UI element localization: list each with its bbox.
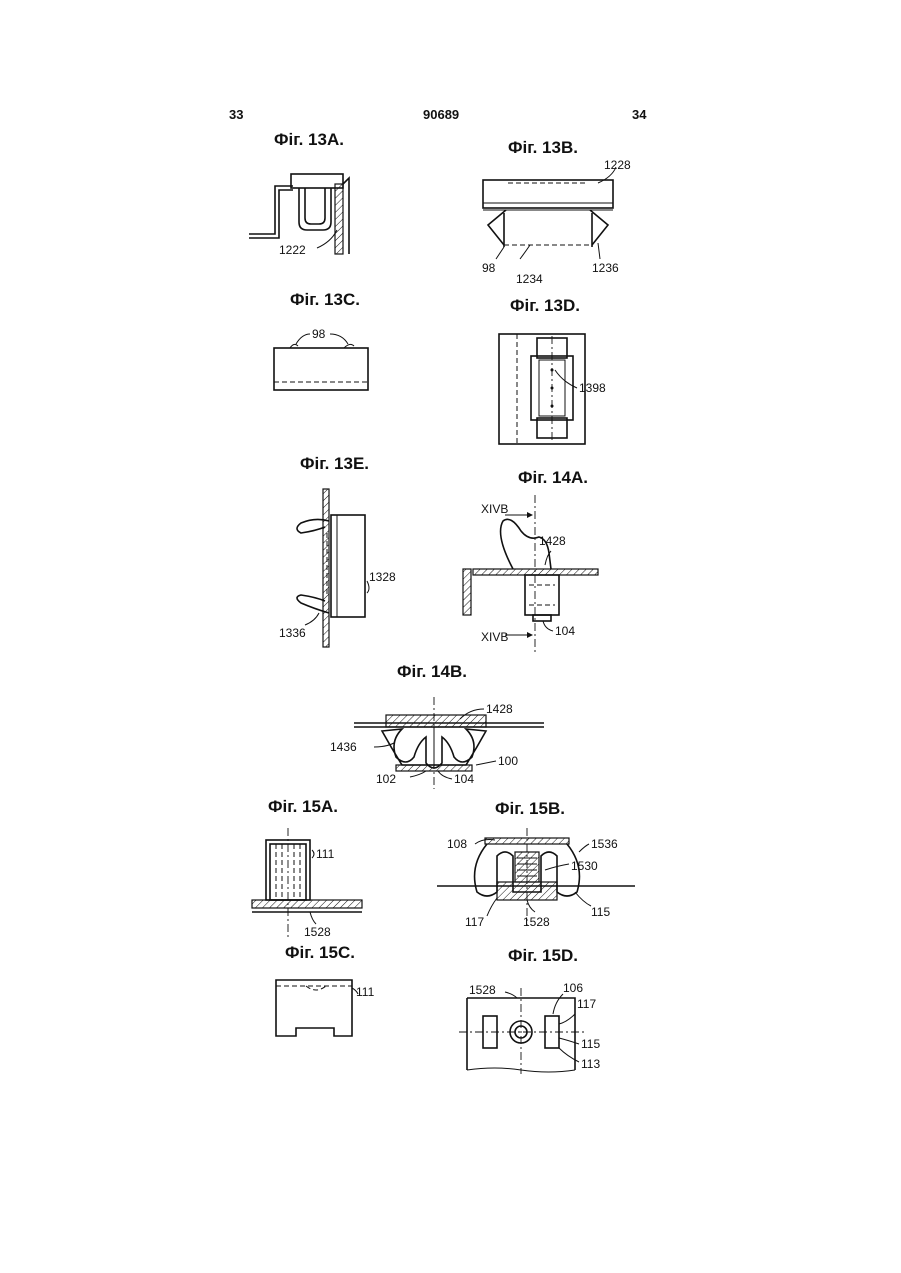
fig-15d-label-106: 106 — [563, 981, 583, 995]
fig-15b-title: Фіг. 15B. — [495, 799, 565, 819]
fig-14b-label-102: 102 — [376, 772, 396, 786]
fig-13b-label-98: 98 — [482, 261, 496, 275]
fig-13b-drawing: 1228 98 1234 1236 — [478, 155, 648, 285]
fig-13c-title: Фіг. 13C. — [290, 290, 360, 310]
fig-14b-label-1436: 1436 — [330, 740, 357, 754]
fig-15b-drawing: 108 1536 1530 117 1528 115 — [435, 826, 645, 936]
fig-13d-label-1398: 1398 — [579, 381, 606, 395]
fig-13b-label-1228: 1228 — [604, 158, 631, 172]
fig-15c-label-111: 111 — [356, 985, 375, 999]
fig-15d-title: Фіг. 15D. — [508, 946, 578, 966]
fig-15a-label-111: 111 — [316, 847, 335, 861]
fig-13a-label-1222: 1222 — [279, 243, 306, 257]
fig-13a-title: Фіг. 13A. — [274, 130, 344, 150]
fig-14a-title: Фіг. 14A. — [518, 468, 588, 488]
fig-13b-label-1234: 1234 — [516, 272, 543, 286]
fig-15d-label-115: 115 — [581, 1037, 600, 1051]
fig-13e-label-1328: 1328 — [369, 570, 396, 584]
fig-15a-label-1528: 1528 — [304, 925, 331, 939]
fig-13a-drawing: 1222 — [245, 168, 365, 263]
fig-14a-label-104: 104 — [555, 624, 575, 638]
fig-15b-label-108: 108 — [447, 837, 467, 851]
document-number: 90689 — [423, 107, 459, 122]
fig-15b-label-117: 117 — [465, 915, 484, 929]
fig-15c-drawing: 111 — [270, 974, 390, 1044]
fig-13d-title: Фіг. 13D. — [510, 296, 580, 316]
fig-14a-label-xivb-bottom: XIVB — [481, 630, 508, 644]
fig-13e-label-1336: 1336 — [279, 626, 306, 640]
fig-15c-title: Фіг. 15C. — [285, 943, 355, 963]
fig-15d-label-117: 117 — [577, 997, 596, 1011]
fig-14b-drawing: 1428 1436 100 102 104 — [330, 693, 570, 793]
fig-13c-drawing: 98 — [268, 322, 378, 398]
fig-15b-label-1528: 1528 — [523, 915, 550, 929]
fig-13e-title: Фіг. 13E. — [300, 454, 369, 474]
fig-14a-drawing: XIVB 1428 XIVB 104 — [455, 495, 615, 660]
fig-14b-title: Фіг. 14B. — [397, 662, 467, 682]
fig-15b-label-1530: 1530 — [571, 859, 598, 873]
fig-15a-title: Фіг. 15A. — [268, 797, 338, 817]
fig-14b-label-104: 104 — [454, 772, 474, 786]
fig-14b-label-1428: 1428 — [486, 702, 513, 716]
fig-14a-label-1428: 1428 — [539, 534, 566, 548]
fig-15b-label-1536: 1536 — [591, 837, 618, 851]
fig-13e-drawing: 1328 1336 — [275, 485, 405, 650]
fig-15d-label-1528: 1528 — [469, 983, 496, 997]
page-number-left: 33 — [229, 107, 243, 122]
page-number-right: 34 — [632, 107, 646, 122]
fig-13c-label-98: 98 — [312, 327, 326, 341]
fig-13d-drawing: 1398 — [493, 330, 623, 450]
fig-14b-label-100: 100 — [498, 754, 518, 768]
fig-15a-drawing: 111 1528 — [250, 828, 370, 943]
fig-15d-label-113: 113 — [581, 1057, 600, 1071]
fig-13b-label-1236: 1236 — [592, 261, 619, 275]
fig-15b-label-115: 115 — [591, 905, 610, 919]
fig-15d-drawing: 1528 106 117 115 113 — [455, 978, 625, 1078]
fig-14a-label-xivb-top: XIVB — [481, 502, 508, 516]
